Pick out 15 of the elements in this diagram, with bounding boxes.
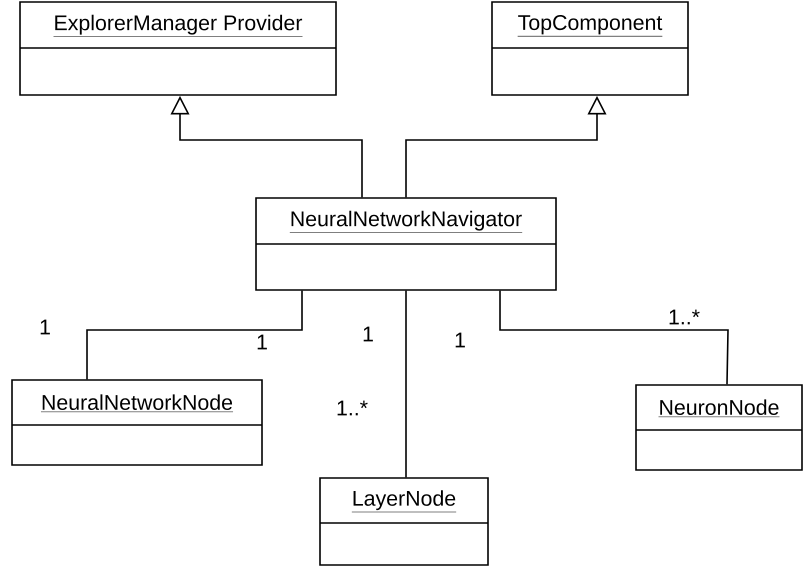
class-box: NeuralNetworkNavigator (255, 197, 557, 291)
class-box: NeuronNode (635, 384, 803, 471)
association-line (405, 290, 407, 478)
multiplicity-label: 1..* (670, 310, 700, 324)
association-line (86, 290, 303, 380)
multiplicity-label: 1..* (338, 400, 368, 416)
multiplicity-label: 1 (456, 332, 465, 348)
multiplicity-label: 1 (258, 334, 267, 350)
class-box: TopComponent (491, 1, 689, 96)
class-box: LayerNode (319, 477, 489, 566)
multiplicity-label: 1 (40, 320, 50, 334)
class-box: NeuralNetworkNode (11, 379, 263, 466)
class-box: ExplorerManager Provider (19, 1, 337, 96)
multiplicity-label: 1 (364, 326, 373, 342)
association-line (499, 290, 729, 384)
